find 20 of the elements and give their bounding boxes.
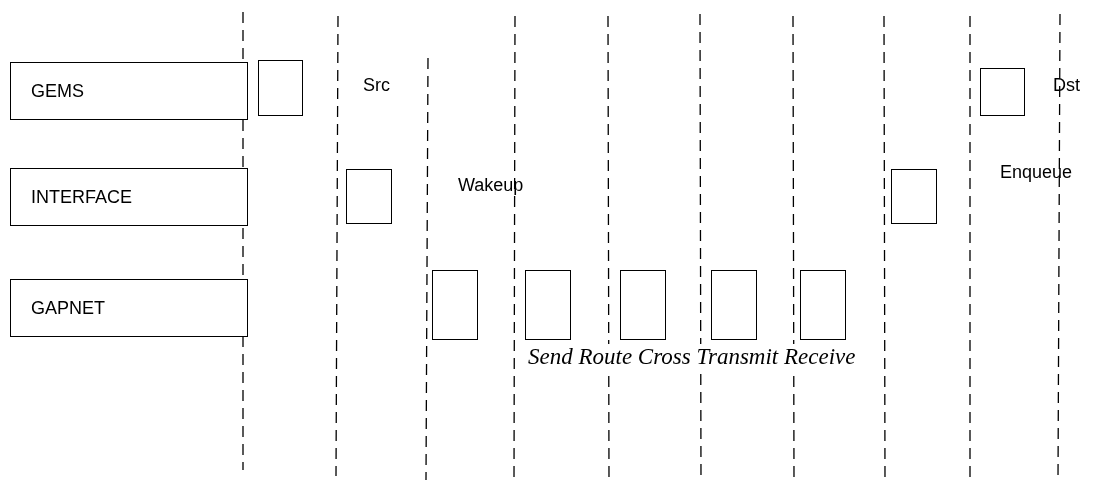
layer-box — [10, 279, 248, 337]
step-label: Src — [363, 75, 390, 96]
step-box — [432, 270, 478, 340]
step-label: Dst — [1053, 75, 1080, 96]
step-box — [711, 270, 757, 340]
step-box — [525, 270, 571, 340]
step-label: Wakeup — [458, 175, 524, 196]
layer-name: INTERFACE — [31, 186, 132, 208]
layer-box — [10, 62, 248, 120]
step-label: Enqueue — [1000, 162, 1073, 183]
layer-name: GAPNET — [31, 297, 105, 319]
step-box — [620, 270, 666, 340]
step-box — [980, 68, 1025, 116]
step-box — [258, 60, 303, 116]
step-box — [346, 169, 392, 224]
step-box — [800, 270, 846, 340]
step-box — [891, 169, 937, 224]
phase-names: Send Route Cross Transmit Receive — [528, 344, 856, 370]
layer-box — [10, 168, 248, 226]
layer-name: GEMS — [31, 80, 84, 102]
